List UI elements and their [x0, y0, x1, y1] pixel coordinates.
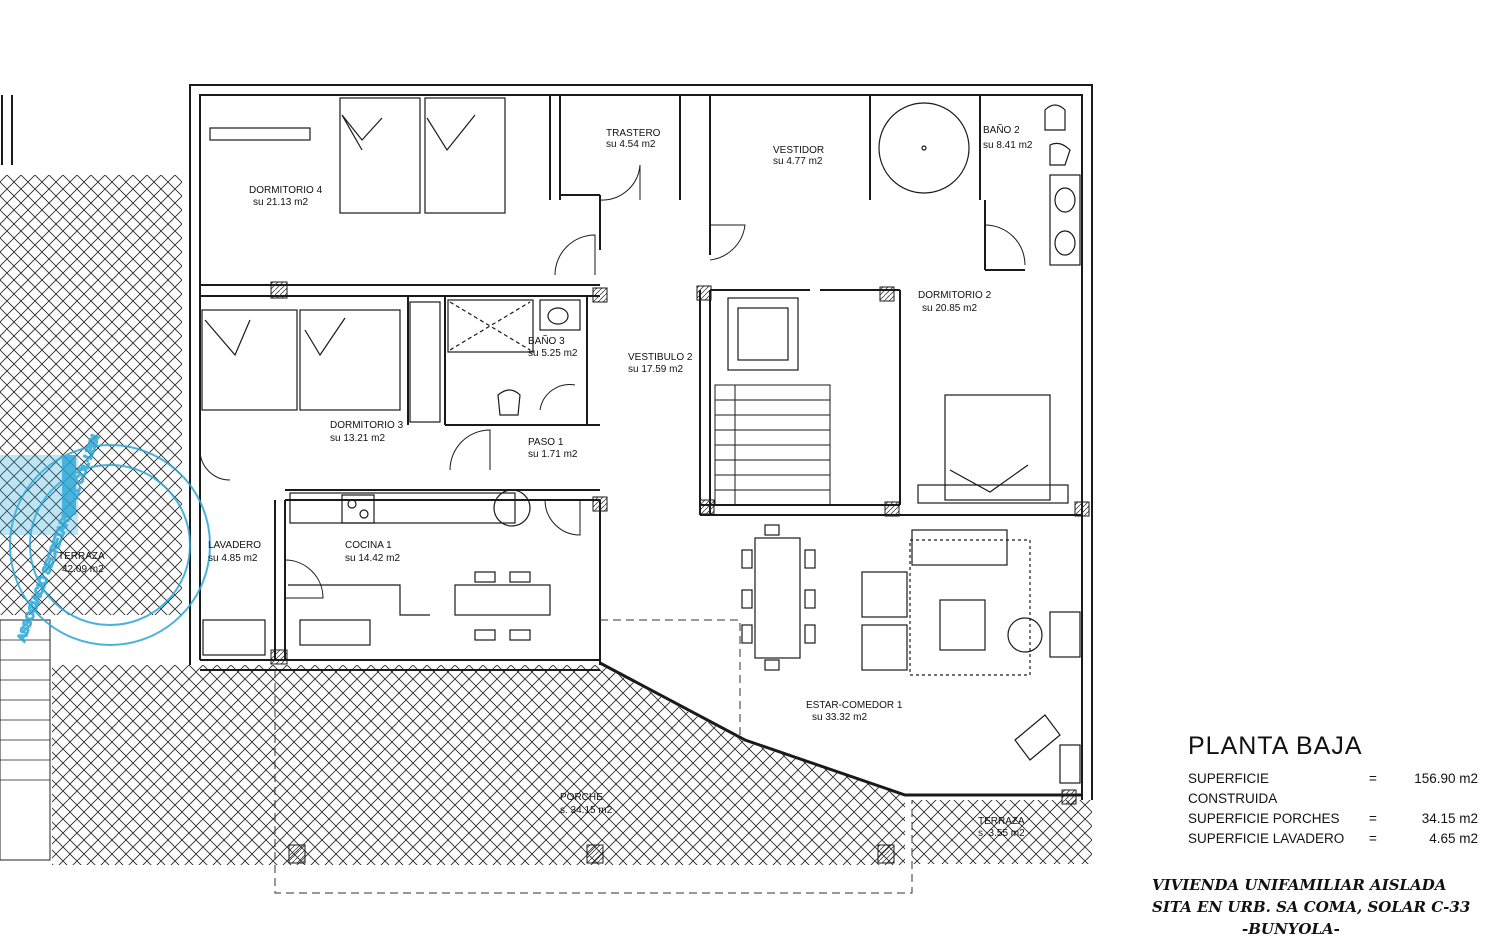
walls	[1, 84, 1093, 800]
title-line-1: VIVIENDA UNIFAMILIAR AISLADA	[1152, 876, 1447, 894]
title-block: VIVIENDA UNIFAMILIAR AISLADA SITA EN URB…	[1152, 874, 1500, 940]
doors	[199, 164, 1026, 599]
legend-value: 156.90 m2	[1414, 771, 1478, 786]
room-area-bano3: su 5.25 m2	[528, 348, 578, 359]
title-line-2: SITA EN URB. SA COMA, SOLAR C-33	[1152, 898, 1471, 916]
beds	[201, 97, 1069, 504]
room-area-porche: s. 34.15 m2	[560, 805, 613, 816]
legend-row: SUPERFICIE CONSTRUIDA = 156.90 m2	[1188, 769, 1488, 809]
room-name-trastero: TRASTERO	[606, 128, 661, 139]
legend-label: SUPERFICIE PORCHES	[1188, 811, 1340, 826]
room-name-cocina: COCINA 1	[345, 540, 392, 551]
columns	[270, 281, 1090, 864]
room-name-terraza2: TERRAZA	[978, 816, 1025, 827]
room-name-terraza1: TERRAZA	[58, 551, 105, 562]
stairs	[714, 384, 831, 506]
room-area-trastero: su 4.54 m2	[606, 139, 656, 150]
title-line-3: -BUNYOLA-	[1242, 920, 1340, 938]
room-area-paso: su 1.71 m2	[528, 449, 578, 460]
legend-row: SUPERFICIE PORCHES = 34.15 m2	[1188, 809, 1488, 829]
room-area-dorm4: su 21.13 m2	[253, 197, 308, 208]
room-name-lavadero: LAVADERO	[208, 540, 261, 551]
room-name-dorm2: DORMITORIO 2	[918, 290, 992, 301]
living-furniture	[741, 524, 1081, 784]
porch-outline	[274, 619, 913, 894]
legend-equals: =	[1369, 831, 1377, 846]
room-name-bano3: BAÑO 3	[528, 334, 565, 347]
legend-row: SUPERFICIE LAVADERO = 4.65 m2	[1188, 829, 1488, 849]
room-name-vestidor: VESTIDOR	[773, 145, 824, 156]
room-area-vestibulo: su 17.59 m2	[628, 364, 683, 375]
surface-legend: PLANTA BAJA SUPERFICIE CONSTRUIDA = 156.…	[1188, 732, 1488, 849]
terraza-hatch	[0, 175, 182, 615]
room-name-dorm3: DORMITORIO 3	[330, 420, 404, 431]
room-name-estar: ESTAR-COMEDOR 1	[806, 700, 903, 711]
room-area-estar: su 33.32 m2	[812, 712, 867, 723]
room-name-dorm4: DORMITORIO 4	[249, 185, 323, 196]
room-area-dorm3: su 13.21 m2	[330, 433, 385, 444]
room-name-porche: PORCHE	[560, 792, 603, 803]
legend-value: 4.65 m2	[1429, 831, 1478, 846]
fixtures	[409, 102, 1081, 423]
room-area-cocina: su 14.42 m2	[345, 553, 400, 564]
room-area-terraza1: 42.09 m2	[62, 564, 104, 575]
room-area-vestidor: su 4.77 m2	[773, 156, 823, 167]
legend-equals: =	[1369, 771, 1377, 786]
room-name-vestibulo: VESTIBULO 2	[628, 352, 693, 363]
legend-label: SUPERFICIE CONSTRUIDA	[1188, 771, 1278, 806]
legend-title: PLANTA BAJA	[1188, 732, 1363, 760]
legend-equals: =	[1369, 811, 1377, 826]
kitchen-fixtures	[202, 489, 551, 656]
room-area-terraza2: s. 3.55 m2	[978, 828, 1025, 839]
porche-hatch	[52, 665, 905, 865]
room-area-dorm2: su 20.85 m2	[922, 303, 977, 314]
room-name-bano2: BAÑO 2	[983, 123, 1020, 136]
hatched-areas	[0, 175, 1092, 865]
room-area-lavadero: su 4.85 m2	[208, 553, 258, 564]
legend-value: 34.15 m2	[1421, 811, 1478, 826]
legend-label: SUPERFICIE LAVADERO	[1188, 831, 1345, 846]
room-area-bano2: su 8.41 m2	[983, 140, 1033, 151]
terraza2-hatch	[912, 800, 1092, 864]
room-labels: DORMITORIO 4 su 21.13 m2 TRASTERO su 4.5…	[58, 123, 1033, 839]
room-name-paso: PASO 1	[528, 437, 564, 448]
